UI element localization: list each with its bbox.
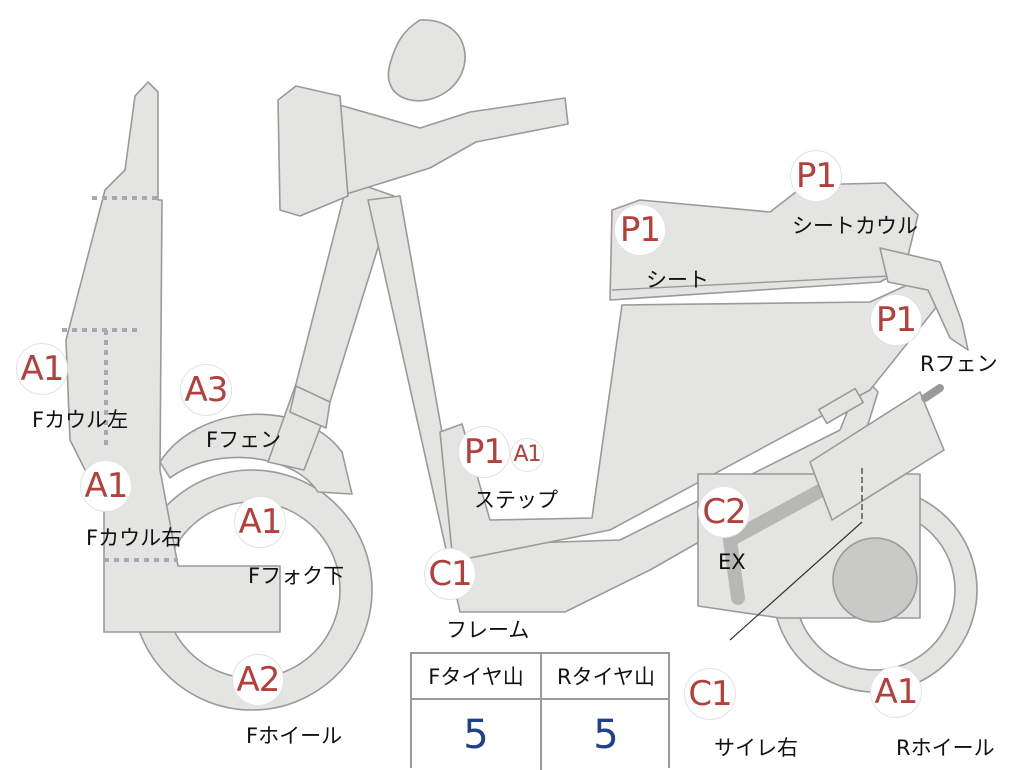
grade-badge-r-wheel: A1 (870, 666, 922, 718)
grade-badge-f-wheel: A2 (232, 654, 284, 706)
handlebar-shape (335, 97, 569, 197)
part-label-frame: フレーム (446, 618, 530, 642)
grade-badge-f-cowl-right: A1 (80, 460, 132, 512)
grade-badge-frame: C1 (424, 548, 476, 600)
grade-badge-f-fork-lower: A1 (234, 496, 286, 548)
grade-badge-silencer-right: C1 (684, 668, 736, 720)
grade-badge-f-fender: A3 (180, 364, 232, 416)
part-label-exhaust: EX (718, 550, 746, 574)
grade-badge-exhaust: C2 (698, 486, 750, 538)
front-tire-tread-header: Fタイヤ山 (412, 654, 540, 700)
seat-shape (609, 182, 919, 301)
part-label-silencer-right: サイレ右 (714, 736, 798, 760)
exhaust-pipe-shape (722, 473, 847, 605)
grade-badge-f-cowl-left: A1 (16, 343, 68, 395)
rear-tire-tread-value: 5 (593, 712, 619, 758)
part-label-f-fork-lower: Fフォク下 (248, 564, 345, 588)
silencer-shape (809, 391, 945, 521)
front-tire-tread-value: 5 (463, 712, 489, 758)
table-divider (540, 654, 542, 770)
headlight-shape (277, 85, 349, 217)
part-label-f-wheel: Fホイール (246, 724, 343, 748)
tire-tread-table: Fタイヤ山 Rタイヤ山 5 5 (410, 652, 670, 770)
part-label-f-cowl-right: Fカウル右 (86, 526, 183, 550)
part-label-f-fender: Fフェン (206, 428, 282, 452)
part-label-seat: シート (646, 268, 709, 292)
grade-badge-step-extra: A1 (510, 438, 544, 472)
part-label-r-wheel: Rホイール (896, 736, 995, 760)
grade-badge-seat-cowl: P1 (790, 150, 842, 202)
part-label-seat-cowl: シートカウル (792, 214, 918, 238)
rear-tire-tread-header: Rタイヤ山 (542, 654, 670, 700)
part-label-f-cowl-left: Fカウル左 (32, 408, 129, 432)
rear-fender-shape (879, 247, 969, 351)
mirror-shape (387, 19, 466, 102)
grade-badge-step: P1 (458, 426, 510, 478)
part-label-r-fender: Rフェン (920, 352, 998, 376)
part-label-step: ステップ (474, 488, 558, 512)
grade-badge-r-fender: P1 (870, 294, 922, 346)
grade-badge-seat: P1 (614, 204, 666, 256)
